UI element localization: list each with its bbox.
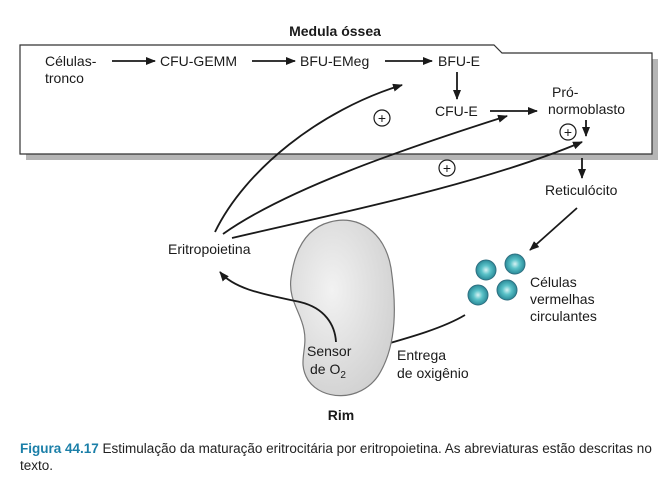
- plus-symbol: +: [373, 109, 391, 127]
- bone-marrow-box: [19, 44, 658, 160]
- reticulocyte-arrow: [529, 207, 578, 251]
- figure-number: Figura 44.17: [20, 441, 99, 456]
- svg-text:+: +: [443, 160, 451, 176]
- figure-caption: Figura 44.17 Estimulação da maturação er…: [20, 440, 660, 474]
- kidney-shape: [289, 219, 395, 397]
- erythropoiesis-diagram: Medula óssea Células- tronco CFU-GEMM BF…: [19, 23, 658, 423]
- cfu-e-label: CFU-E: [435, 103, 478, 119]
- circulating-cells-label-line2: vermelhas: [530, 291, 595, 307]
- stem-cells-label-line2: tronco: [45, 70, 84, 86]
- oxygen-sensor-label-line2: de O2: [310, 361, 346, 381]
- oxygen-sensor-label: Sensor: [307, 343, 352, 359]
- stem-cells-label: Células-: [45, 53, 97, 69]
- red-blood-cells: [467, 253, 526, 306]
- erythropoietin-label: Eritropoietina: [168, 241, 251, 257]
- epo-stimulation-arrows: [214, 83, 583, 239]
- kidney-label: Rim: [328, 407, 354, 423]
- figure-caption-text: Estimulação da maturação eritrocitária p…: [20, 441, 652, 473]
- oxygen-delivery-label: Entrega: [397, 347, 446, 363]
- pronormoblast-label-line2: normoblasto: [548, 101, 625, 117]
- plus-symbol: +: [559, 123, 577, 141]
- sensor-to-epo-arrow: [219, 271, 337, 343]
- reticulocyte-label: Reticulócito: [545, 182, 618, 198]
- oxygen-delivery-label-line2: de oxigênio: [397, 365, 469, 381]
- circulating-cells-label: Células: [530, 274, 577, 290]
- bfu-e-label: BFU-E: [438, 53, 480, 69]
- pronormoblast-label: Pró-: [552, 84, 579, 100]
- bfu-emeg-label: BFU-EMeg: [300, 53, 369, 69]
- svg-text:+: +: [378, 110, 386, 126]
- plus-symbol: +: [438, 159, 456, 177]
- bone-marrow-title: Medula óssea: [289, 23, 381, 39]
- cfu-gemm-label: CFU-GEMM: [160, 53, 237, 69]
- maturation-arrows: [112, 57, 590, 179]
- svg-text:+: +: [564, 124, 572, 140]
- circulating-cells-label-line3: circulantes: [530, 308, 597, 324]
